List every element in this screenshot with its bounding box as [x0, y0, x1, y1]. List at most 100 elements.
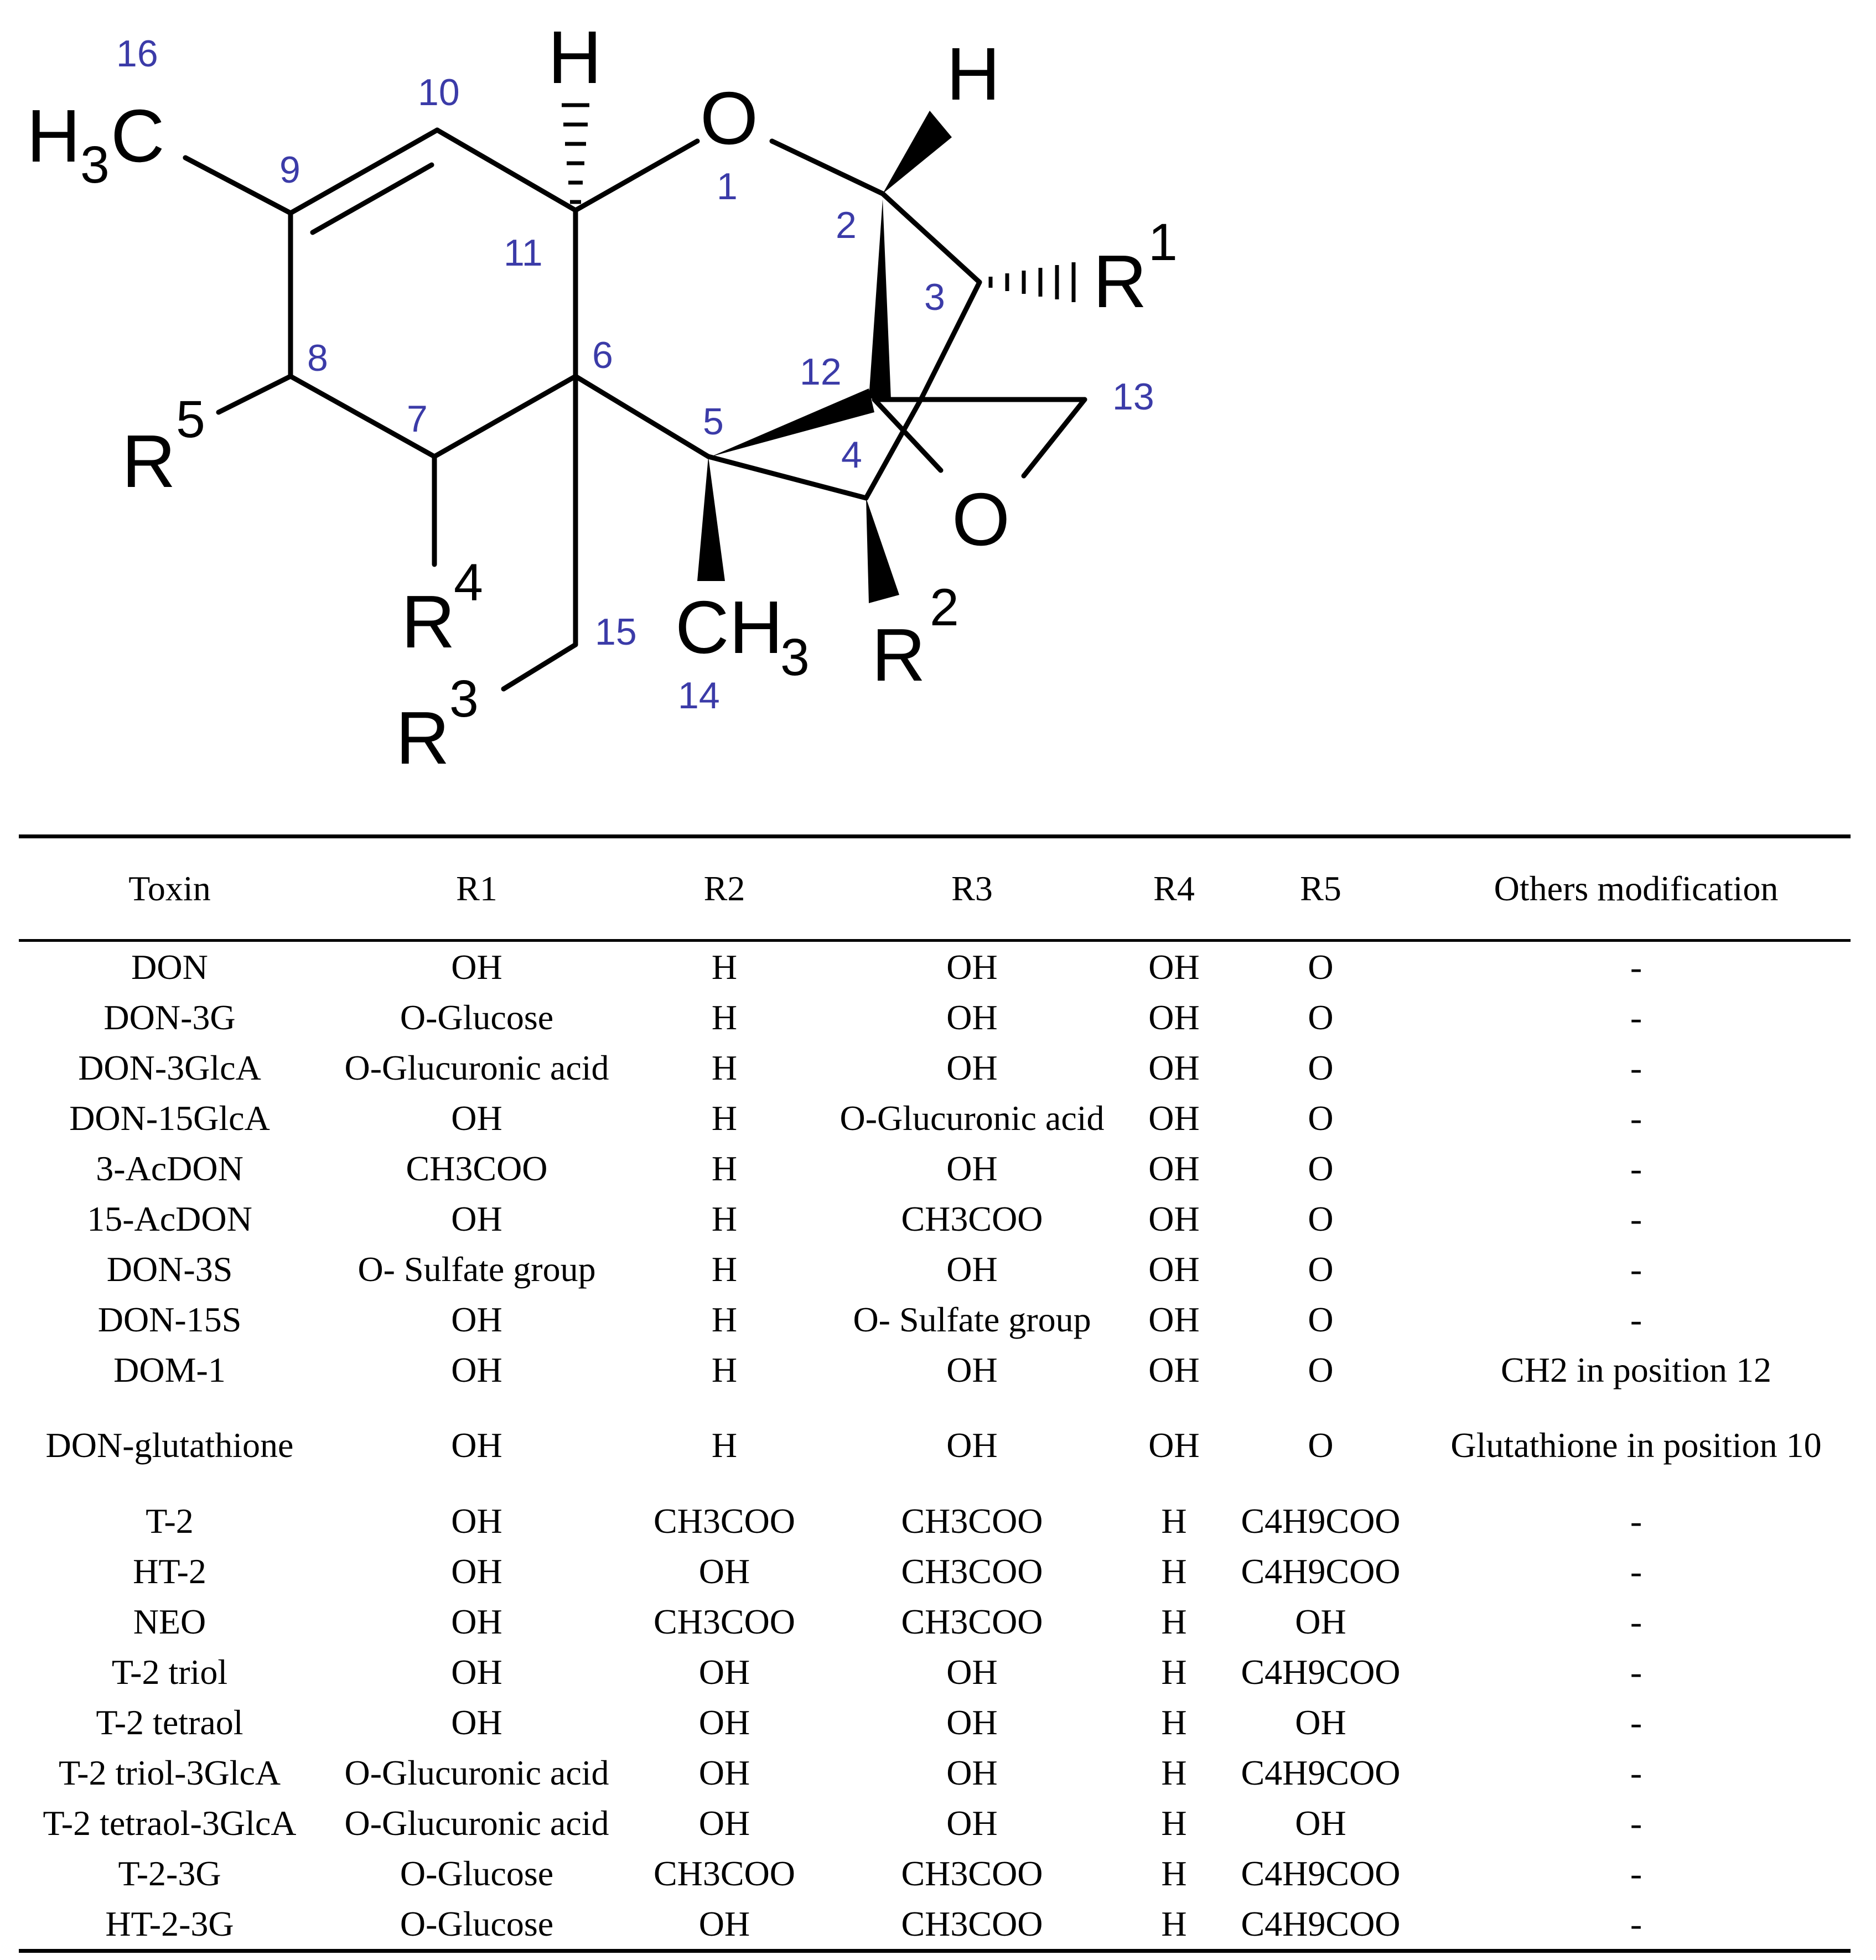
h3c-subscript: 3 [80, 136, 110, 194]
cell-r5: O [1308, 1149, 1334, 1188]
cell-r1: O-Glucose [400, 1904, 554, 1943]
cell-r1: OH [451, 1350, 502, 1389]
cell-r3: OH [946, 1753, 998, 1792]
cell-r1: O-Glucose [400, 998, 554, 1037]
r5-label: R [122, 419, 176, 503]
cell-r3: OH [946, 1249, 998, 1289]
h-atom-11: H [548, 15, 602, 99]
cell-r2: CH3COO [653, 1602, 796, 1641]
wedge-bond-c5-c12 [711, 388, 874, 457]
cell-r1: OH [451, 1703, 502, 1742]
cell-others: - [1630, 1501, 1642, 1541]
cell-r2: H [711, 1048, 738, 1087]
cell-toxin: 3-AcDON [96, 1149, 243, 1188]
cell-r3: CH3COO [901, 1904, 1043, 1943]
cell-r2: OH [698, 1904, 750, 1943]
hashed-bond-h11 [562, 103, 589, 204]
cell-r2: H [711, 1300, 738, 1339]
cell-toxin: 15-AcDON [87, 1199, 252, 1238]
cell-r4: H [1161, 1904, 1187, 1943]
cell-r1: O-Glucuronic acid [344, 1803, 609, 1843]
cell-r4: H [1161, 1803, 1187, 1843]
cell-r5: O [1308, 1425, 1334, 1465]
cell-r5: OH [1295, 1803, 1346, 1843]
cell-r4: H [1161, 1652, 1187, 1692]
cell-r2: H [711, 1098, 738, 1138]
cell-others: - [1630, 998, 1642, 1037]
cell-r3: CH3COO [901, 1602, 1043, 1641]
cell-r1: OH [451, 1199, 502, 1238]
r3-superscript: 3 [449, 670, 479, 728]
r2-superscript: 2 [930, 578, 959, 637]
position-number-13: 13 [1112, 376, 1154, 418]
position-number-12: 12 [800, 351, 842, 393]
cell-r5: C4H9COO [1241, 1854, 1401, 1893]
cell-others: - [1630, 1552, 1642, 1591]
cell-toxin: T-2 triol-3GlcA [58, 1753, 281, 1792]
cell-others: - [1630, 1048, 1642, 1087]
cell-r2: OH [698, 1652, 750, 1692]
position-number-10: 10 [418, 71, 460, 113]
cell-toxin: T-2 triol [111, 1652, 228, 1692]
cell-r2: H [711, 1249, 738, 1289]
position-number-9: 9 [279, 149, 300, 191]
cell-r4: OH [1148, 1350, 1200, 1389]
cell-others: - [1630, 1854, 1642, 1893]
cell-r4: H [1161, 1703, 1187, 1742]
cell-r3: OH [946, 998, 998, 1037]
cell-r2: CH3COO [653, 1501, 796, 1541]
cell-r5: C4H9COO [1241, 1753, 1401, 1792]
cell-r1: OH [451, 1552, 502, 1591]
cell-r5: C4H9COO [1241, 1904, 1401, 1943]
cell-r4: OH [1148, 1199, 1200, 1238]
cell-r5: O [1308, 1350, 1334, 1389]
cell-r2: H [711, 1149, 738, 1188]
cell-others: - [1630, 1703, 1642, 1742]
cell-r1: OH [451, 1652, 502, 1692]
cell-r4: OH [1148, 1249, 1200, 1289]
cell-toxin: DON-glutathione [45, 1425, 294, 1465]
cell-others: - [1630, 1652, 1642, 1692]
header-others-modification: Others modification [1494, 869, 1779, 908]
cell-toxin: DON-3G [103, 998, 236, 1037]
cell-r4: H [1161, 1753, 1187, 1792]
cell-r4: H [1161, 1602, 1187, 1641]
cell-r1: O-Glucuronic acid [344, 1753, 609, 1792]
r1-superscript: 1 [1148, 213, 1178, 272]
cell-others: - [1630, 1904, 1642, 1943]
position-number-14: 14 [678, 675, 720, 717]
position-number-7: 7 [407, 398, 428, 440]
cell-r5: OH [1295, 1602, 1346, 1641]
cell-r3: OH [946, 1149, 998, 1188]
position-number-6: 6 [592, 334, 613, 376]
position-number-16: 16 [116, 33, 158, 75]
position-number-8: 8 [307, 337, 328, 379]
header-r3: R3 [951, 869, 993, 908]
position-number-1: 1 [717, 165, 738, 208]
cell-r5: O [1308, 1048, 1334, 1087]
position-number-5: 5 [703, 401, 724, 443]
cell-others: - [1630, 1602, 1642, 1641]
position-number-3: 3 [924, 276, 945, 318]
cell-r4: OH [1148, 998, 1200, 1037]
cell-r1: OH [451, 1300, 502, 1339]
position-number-11: 11 [504, 232, 543, 274]
cell-r3: OH [946, 1425, 998, 1465]
cell-r4: OH [1148, 1048, 1200, 1087]
cell-r2: OH [698, 1552, 750, 1591]
wedge-bond-r2 [866, 498, 899, 603]
r4-label: R [401, 580, 455, 663]
ch3-14-label: CH [675, 585, 783, 669]
cell-others: - [1630, 1300, 1642, 1339]
h3c-hydrogen: H [27, 94, 81, 178]
cell-r1: OH [451, 1501, 502, 1541]
cell-r3: OH [946, 1350, 998, 1389]
header-r1: R1 [456, 869, 497, 908]
